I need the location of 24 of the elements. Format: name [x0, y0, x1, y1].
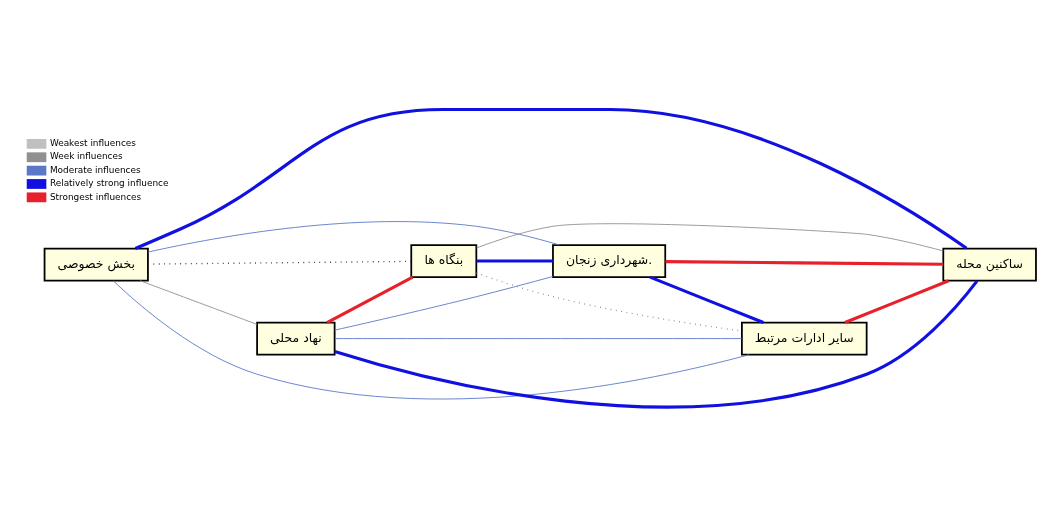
legend-label: Week influences: [49, 150, 123, 161]
node-box: بنگاه ها: [410, 243, 478, 278]
node-box: سایر ادارات مرتبط: [741, 321, 868, 355]
connector: [139, 279, 258, 325]
legend-label: Strongest influences: [49, 191, 142, 202]
node-box: نهاد محلی: [256, 321, 336, 355]
connector: [334, 279, 979, 408]
connector: [334, 337, 743, 339]
connector: [665, 259, 944, 266]
legend-label: Relatively strong influence: [49, 177, 169, 188]
connector: [113, 280, 750, 399]
connector: [844, 278, 950, 324]
connector: [147, 220, 560, 252]
legend-label: Weakest influences: [49, 137, 136, 148]
connector: [476, 259, 553, 263]
node-box: ساکنین محله: [942, 247, 1037, 282]
connector: [334, 275, 554, 331]
connector: [476, 222, 944, 251]
node-box: بخش خصوصی: [43, 247, 149, 282]
connector: [134, 107, 968, 250]
legend-label: Moderate influences: [49, 164, 141, 175]
node-box: شهرداری زنجان.: [552, 243, 667, 278]
connector: [326, 275, 414, 324]
connector: [649, 275, 764, 324]
